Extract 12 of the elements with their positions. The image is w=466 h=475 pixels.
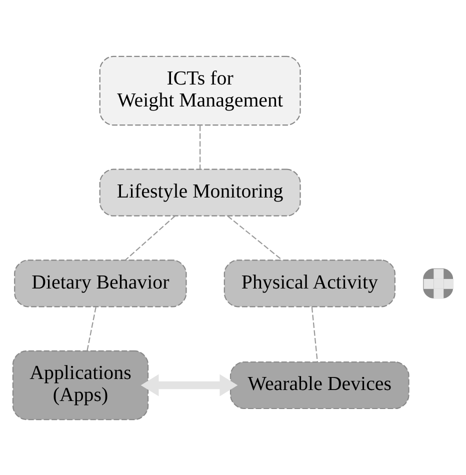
connector <box>125 215 176 260</box>
node-box: Wearable Devices <box>230 360 410 409</box>
node-box: Applications (Apps) <box>12 350 149 420</box>
node-box: ICTs for Weight Management <box>99 55 301 126</box>
node-box: Dietary Behavior <box>14 259 187 307</box>
node-box: Physical Activity <box>224 259 396 307</box>
connector <box>200 125 201 169</box>
arrow <box>140 374 238 396</box>
connector <box>227 215 282 260</box>
node-box: Lifestyle Monitoring <box>99 168 301 216</box>
connector <box>86 306 96 350</box>
connector <box>311 306 318 362</box>
